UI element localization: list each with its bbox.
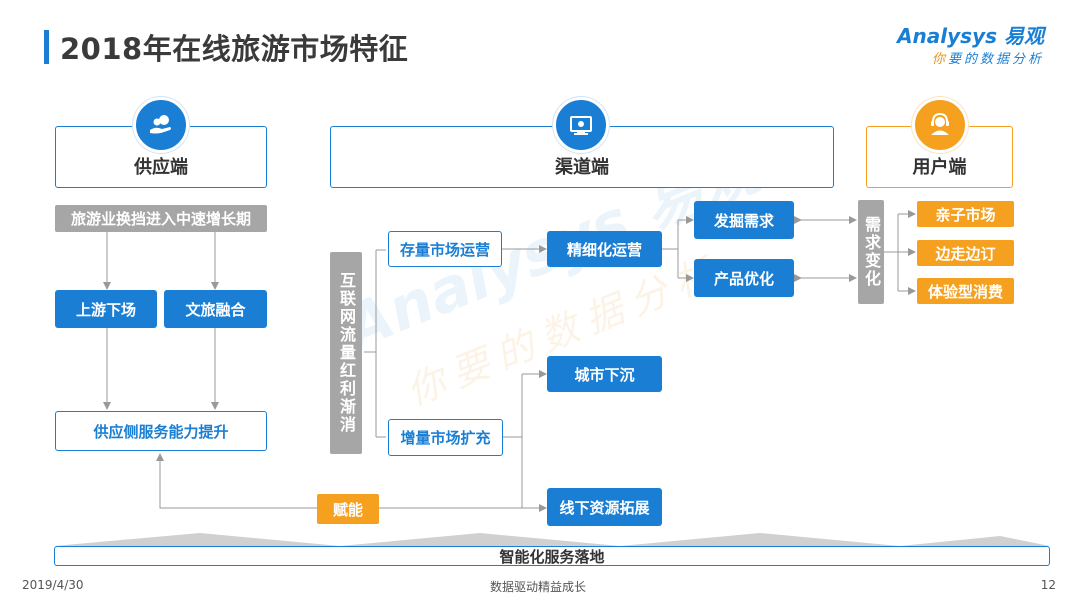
page-title: 2018年在线旅游市场特征 — [60, 32, 409, 66]
empower-box: 赋能 — [317, 494, 379, 524]
user-item-book-on-the-go: 边走边订 — [917, 240, 1014, 266]
city-sink-box: 城市下沉 — [547, 356, 662, 392]
demand-change-vertical: 需求变化 — [858, 200, 884, 304]
footer-date: 2019/4/30 — [22, 578, 84, 592]
terrain-shape — [54, 533, 1050, 546]
supply-stage-bar: 旅游业换挡进入中速增长期 — [55, 205, 267, 232]
offline-expand-box: 线下资源拓展 — [547, 488, 662, 526]
demand-mining-box: 发掘需求 — [694, 201, 794, 239]
user-side-label: 用户端 — [912, 157, 967, 178]
upstream-box: 上游下场 — [55, 290, 157, 328]
culture-tourism-box: 文旅融合 — [164, 290, 267, 328]
user-item-experience: 体验型消费 — [917, 278, 1014, 304]
user-item-family: 亲子市场 — [917, 201, 1014, 227]
slogan-highlight: 你 — [931, 52, 948, 67]
channel-side-label: 渠道端 — [555, 157, 609, 178]
smart-service-bar: 智能化服务落地 — [54, 546, 1050, 566]
supply-side-label: 供应端 — [134, 157, 188, 178]
traffic-dividend-vertical: 互联网流量红利渐消 — [330, 252, 362, 454]
monitor-icon — [553, 97, 609, 153]
refined-ops-box: 精细化运营 — [547, 231, 662, 267]
page-number: 12 — [1040, 578, 1056, 592]
product-opt-box: 产品优化 — [694, 259, 794, 297]
headset-user-icon — [912, 97, 968, 153]
title-accent-bar — [44, 30, 49, 64]
incremental-market-box: 增量市场扩充 — [388, 419, 503, 456]
footer-slogan: 数据驱动精益成长 — [490, 580, 587, 594]
slogan-rest: 要的数据分析 — [947, 52, 1044, 67]
hand-coins-icon — [133, 97, 189, 153]
brand-slogan: 你要的数据分析 — [932, 48, 1044, 67]
brand-logo: Analysys 易观 — [897, 24, 1044, 48]
service-upgrade-box: 供应侧服务能力提升 — [55, 411, 267, 451]
stock-market-box: 存量市场运营 — [388, 231, 502, 267]
